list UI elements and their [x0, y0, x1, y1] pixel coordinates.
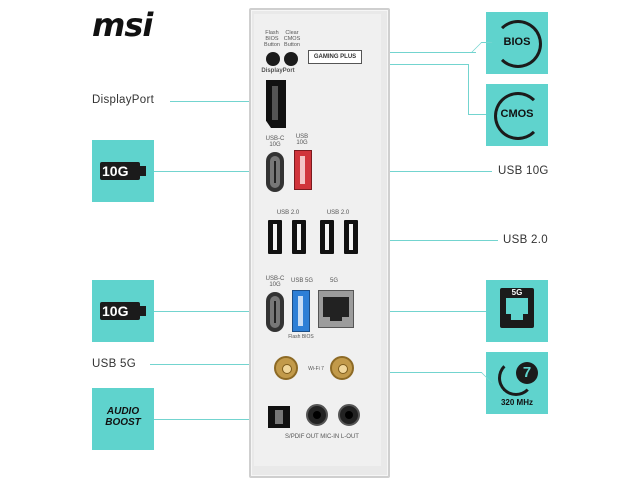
usb10g-callout-line: [306, 171, 492, 172]
wifi7-speed-text: 320 MHz: [500, 398, 533, 407]
usb-5g-tongue: [298, 296, 303, 326]
usb20-port-4: [344, 220, 358, 254]
displayport-pins: [272, 86, 278, 120]
cmos-line-vertical: [468, 64, 469, 114]
usb20-port-1: [268, 220, 282, 254]
cmos-line-end: [468, 114, 486, 115]
flash-bios-port-label: Flash BIOS: [288, 334, 314, 340]
clear-cmos-button-label: Clear CMOS Button: [283, 30, 301, 48]
lan-5g-line: [350, 311, 486, 312]
usb-10g-tile-bottom-line: [154, 311, 274, 312]
displayport-port-label: DisplayPort: [261, 68, 295, 74]
rotate-arrow-icon: [494, 92, 542, 140]
wifi7-line: [344, 372, 476, 373]
usb-5g-port: [292, 290, 310, 332]
usb-stick-icon: [100, 302, 140, 320]
usb-5g-label: USB 5G: [290, 278, 313, 284]
wifi7-number-badge: 7: [516, 362, 538, 384]
usb20-port-3: [320, 220, 334, 254]
usb-10g-port: [294, 150, 312, 190]
usb-10g-tongue: [300, 156, 305, 184]
usbc-10g-label-bottom: USB-C 10G: [265, 276, 285, 288]
usbc-10g-port-top: [266, 152, 284, 192]
usb-10g-tile-text: 10G: [102, 163, 129, 179]
usb-stick-connector-icon: [140, 166, 146, 176]
lan-5g-tile: 5G: [486, 280, 548, 342]
bios-tile-line: [344, 52, 476, 53]
ethernet-clip: [511, 314, 523, 320]
usb10g-callout-label: USB 10G: [498, 165, 549, 177]
cmos-tile-text: CMOS: [500, 108, 534, 120]
displayport-callout-label: DisplayPort: [92, 94, 155, 106]
lan-clip: [330, 315, 342, 321]
usb20-port-2: [292, 220, 306, 254]
lan-5g-tile-text: 5G: [511, 288, 523, 297]
displayport-port: [266, 80, 286, 128]
spdif-out-port: [268, 406, 290, 428]
clear-cmos-button[interactable]: [284, 52, 298, 66]
usb20-right-label: USB 2.0: [326, 210, 350, 216]
usbc-10g-label-top: USB-C 10G: [265, 136, 285, 148]
refresh-arrow-icon: [494, 20, 542, 68]
usb5g-callout-label: USB 5G: [92, 358, 136, 370]
wifi-antenna-right: [330, 356, 354, 380]
wifi-label: Wi-Fi 7: [308, 366, 324, 372]
usb-10g-tile-bottom: 10G: [92, 280, 154, 342]
usb20-callout-label: USB 2.0: [503, 234, 548, 246]
line-out-jack: [338, 404, 360, 426]
lan-5g-port: [318, 290, 354, 328]
usb20-left-label: USB 2.0: [276, 210, 300, 216]
mic-in-jack: [306, 404, 328, 426]
displayport-callout-line: [170, 101, 274, 102]
audio-labels: S/PDIF OUT MIC-IN L-OUT: [285, 434, 359, 440]
usb-stick-icon: [100, 162, 140, 180]
usb-10g-tile-top: 10G: [92, 140, 154, 202]
usb-stick-connector-icon: [140, 306, 146, 316]
bios-tile-text: BIOS: [503, 36, 531, 48]
lan-5g-label: 5G: [329, 278, 338, 284]
ethernet-slot: [506, 298, 528, 314]
audio-boost-line2: BOOST: [105, 417, 141, 428]
usb-10g-label: USB 10G: [295, 134, 309, 146]
usb-10g-tile-text: 10G: [102, 303, 129, 319]
wifi-arc-icon: [498, 360, 534, 396]
wifi-antenna-left: [274, 356, 298, 380]
cmos-tile: CMOS: [486, 84, 548, 146]
bios-tile: BIOS: [486, 12, 548, 74]
wifi7-tile: 7 320 MHz: [486, 352, 548, 414]
flash-bios-button[interactable]: [266, 52, 280, 66]
usb-10g-tile-top-line: [154, 171, 274, 172]
ethernet-port-icon: [500, 288, 534, 328]
audio-boost-line1: AUDIO: [106, 406, 140, 417]
audio-boost-text: AUDIO BOOST: [92, 406, 154, 428]
audio-boost-tile: AUDIO BOOST: [92, 388, 154, 450]
audio-boost-line: [154, 419, 274, 420]
usb5g-callout-line: [150, 364, 298, 365]
msi-logo: msi: [92, 6, 153, 44]
usb20-callout-line: [336, 240, 498, 241]
flash-bios-button-label: Flash BIOS Button: [264, 30, 280, 48]
gaming-plus-badge: GAMING PLUS: [308, 50, 362, 64]
spdif-slot: [275, 410, 283, 424]
usbc-10g-port-bottom: [266, 292, 284, 332]
lan-socket: [323, 297, 349, 317]
